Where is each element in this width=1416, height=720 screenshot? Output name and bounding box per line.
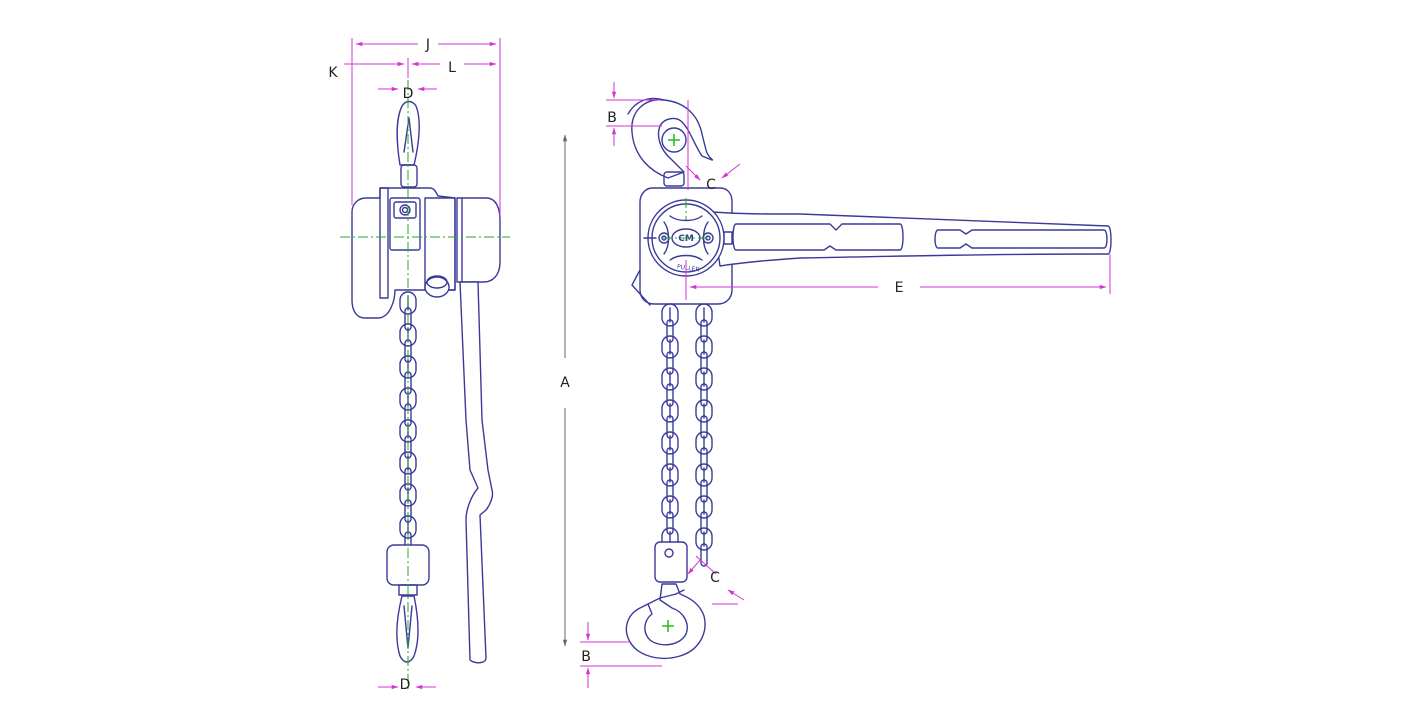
dimension-label-C-bottom: C bbox=[710, 570, 720, 586]
chain-link bbox=[695, 527, 713, 551]
chain-link bbox=[666, 447, 674, 471]
front-load-chain-right bbox=[695, 303, 713, 567]
dimension-label-C-top: C bbox=[706, 177, 716, 193]
chain-link bbox=[695, 303, 713, 327]
side-view-dimensions: J K L D D bbox=[328, 37, 501, 693]
dimension-label-J: J bbox=[425, 37, 430, 53]
chain-link bbox=[661, 303, 679, 327]
chain-link bbox=[695, 431, 713, 455]
chain-link bbox=[399, 451, 417, 475]
chain-link bbox=[700, 319, 708, 343]
dimension-label-K: K bbox=[328, 65, 338, 81]
front-load-chain-left bbox=[661, 303, 679, 551]
chain-link bbox=[700, 479, 708, 503]
chain-link bbox=[666, 319, 674, 343]
chain-link bbox=[661, 367, 679, 391]
front-lower-block bbox=[654, 541, 688, 583]
chain-link bbox=[695, 495, 713, 519]
chain-link bbox=[700, 351, 708, 375]
dimension-label-D-bottom: D bbox=[400, 677, 411, 693]
chain-link bbox=[700, 511, 708, 535]
chain-link bbox=[695, 399, 713, 423]
dimension-label-B-top: B bbox=[607, 110, 617, 126]
chain-link bbox=[700, 383, 708, 407]
side-wheel-cover bbox=[456, 197, 501, 283]
dimension-label-B-bottom: B bbox=[581, 649, 591, 665]
chain-link bbox=[661, 495, 679, 519]
front-lever-arm bbox=[711, 211, 1112, 267]
front-logo: CM bbox=[678, 234, 694, 244]
chain-link bbox=[695, 335, 713, 359]
chain-link bbox=[661, 399, 679, 423]
side-top-hook bbox=[396, 100, 420, 166]
chain-link bbox=[666, 479, 674, 503]
chain-link bbox=[666, 511, 674, 535]
chain-link bbox=[700, 447, 708, 471]
side-knob bbox=[424, 276, 450, 298]
chain-link bbox=[666, 415, 674, 439]
front-brand-label: PULLER bbox=[677, 263, 700, 273]
side-bottom-hook bbox=[396, 595, 419, 663]
chain-link bbox=[661, 335, 679, 359]
front-view: CM PULLER bbox=[625, 97, 1112, 660]
side-view bbox=[340, 80, 510, 690]
dimension-label-D-top: D bbox=[403, 86, 414, 102]
dimension-label-E: E bbox=[895, 280, 904, 296]
dimension-label-A: A bbox=[560, 375, 570, 391]
chain-link bbox=[700, 543, 708, 567]
side-lever-handle bbox=[459, 281, 494, 664]
chain-link bbox=[666, 383, 674, 407]
chain-link bbox=[661, 431, 679, 455]
side-top-swivel bbox=[400, 164, 418, 188]
front-view-dimensions: A B B C C E bbox=[560, 82, 1111, 688]
chain-link bbox=[695, 463, 713, 487]
chain-link bbox=[700, 415, 708, 439]
chain-link bbox=[666, 351, 674, 375]
chain-link bbox=[695, 367, 713, 391]
front-bottom-hook bbox=[625, 583, 706, 660]
chain-link bbox=[661, 463, 679, 487]
dimension-label-L: L bbox=[448, 60, 456, 76]
front-top-hook bbox=[631, 99, 714, 179]
